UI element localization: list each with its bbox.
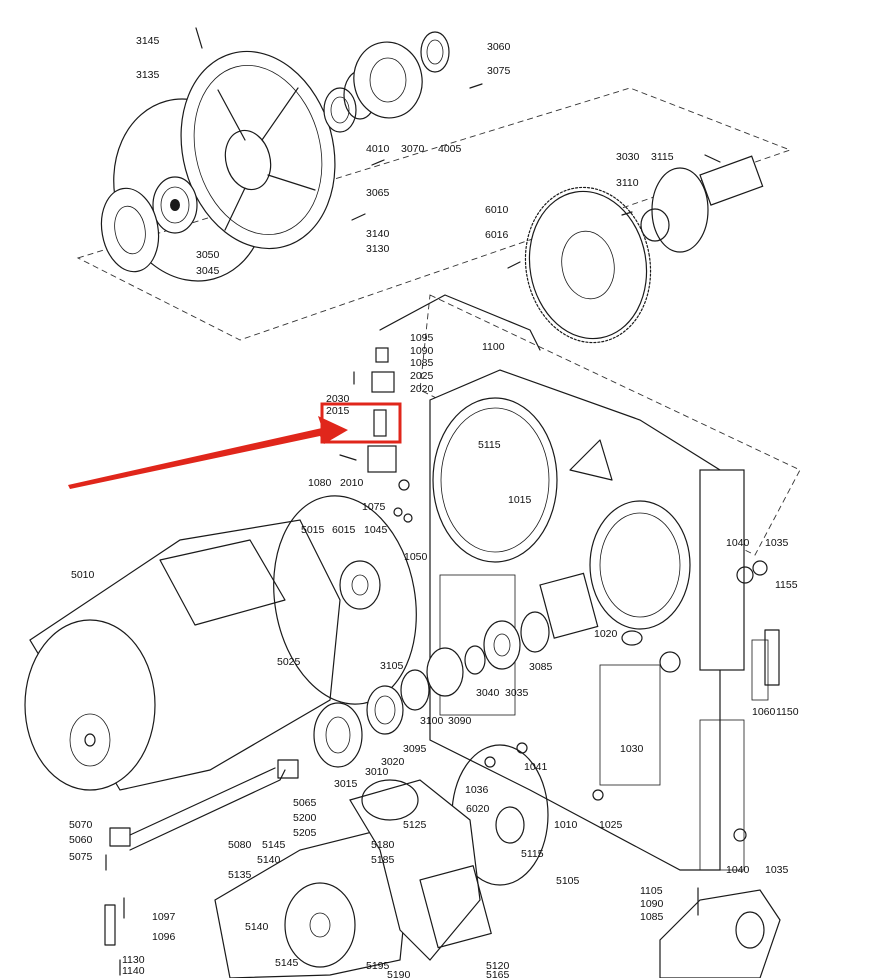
part-label-3075: 3075 [487,65,511,77]
part-label-1085: 1085 [640,911,664,923]
part-label-5065: 5065 [293,797,317,809]
part-label-5070: 5070 [69,819,93,831]
part-label-1150: 1150 [776,706,799,718]
part-label-6015: 6015 [332,524,356,536]
highlight-arrow [68,416,348,489]
part-label-3045: 3045 [196,265,220,277]
part-label-3015: 3015 [334,778,358,790]
part-label-5010: 5010 [71,569,95,581]
part-label-1040: 1040 [726,537,750,549]
part-label-1040: 1040 [726,864,750,876]
part-label-1075: 1075 [362,501,386,513]
part-label-5115: 5115 [521,848,544,860]
part-label-5165: 5165 [486,969,510,978]
sensor-bracket-group [339,294,541,523]
gear-and-shaft-group [507,154,764,344]
flywheel-housing-group [76,27,792,341]
part-label-6016: 6016 [485,229,509,241]
part-label-5060: 5060 [69,834,93,846]
part-label-5180: 5180 [371,839,395,851]
part-label-3140: 3140 [366,228,390,240]
part-label-3130: 3130 [366,243,390,255]
part-label-5075: 5075 [69,851,93,863]
part-label-5080: 5080 [228,839,252,851]
part-label-1035: 1035 [765,864,789,876]
part-label-3100: 3100 [420,715,444,727]
part-label-2025: 2025 [410,370,434,382]
part-label-1095: 1095 [410,332,434,344]
part-label-5145: 5145 [262,839,286,851]
part-label-1020: 1020 [594,628,618,640]
part-label-5200: 5200 [293,812,317,824]
part-label-1080: 1080 [308,477,332,489]
part-label-1090: 1090 [640,898,664,910]
part-label-5145: 5145 [275,957,299,969]
part-label-3040: 3040 [476,687,500,699]
highlight-annotation [68,402,402,489]
part-label-6020: 6020 [466,803,490,815]
part-label-2015: 2015 [326,405,350,417]
part-label-5105: 5105 [556,875,580,887]
part-label-5140: 5140 [257,854,281,866]
part-label-1030: 1030 [620,743,644,755]
lower-assembly-group [104,742,781,978]
part-label-5185: 5185 [371,854,395,866]
part-label-3050: 3050 [196,249,220,261]
part-label-3090: 3090 [448,715,472,727]
part-label-4010: 4010 [366,143,390,155]
part-label-1050: 1050 [404,551,428,563]
part-label-3135: 3135 [136,69,160,81]
part-label-1096: 1096 [152,931,176,943]
part-label-5140: 5140 [245,921,269,933]
part-label-5115: 5115 [478,439,501,451]
part-label-1097: 1097 [152,911,176,923]
part-label-1025: 1025 [599,819,623,831]
part-label-1045: 1045 [364,524,388,536]
part-label-1010: 1010 [554,819,578,831]
part-label-1035: 1035 [765,537,789,549]
part-label-3095: 3095 [403,743,427,755]
part-label-3010: 3010 [365,766,389,778]
part-label-3020: 3020 [381,756,405,768]
part-label-1105: 1105 [640,885,663,897]
part-label-3105: 3105 [380,660,404,672]
part-label-1085: 1085 [410,357,434,369]
part-label-5025: 5025 [277,656,301,668]
part-label-1015: 1015 [508,494,532,506]
part-label-3115: 3115 [651,151,674,163]
part-label-5125: 5125 [403,819,427,831]
part-number-labels: 3145 3060 3135 3075 4010 3070 4005 3065 3140 3130… [69,35,799,978]
part-label-3070: 3070 [401,143,425,155]
part-label-5190: 5190 [387,969,411,978]
part-label-5195: 5195 [366,960,390,972]
part-label-1130: 1130 [122,954,145,966]
part-label-5015: 5015 [301,524,325,536]
part-label-6010: 6010 [485,204,509,216]
part-label-3110: 3110 [616,177,639,189]
part-label-2020: 2020 [410,383,434,395]
part-label-1090: 1090 [410,345,434,357]
part-label-1140: 1140 [122,965,145,977]
part-label-1100: 1100 [482,341,505,353]
bearing-stack-group [313,572,681,768]
part-label-4005: 4005 [438,143,462,155]
part-label-5120: 5120 [486,960,510,972]
part-label-3085: 3085 [529,661,553,673]
part-label-2010: 2010 [340,477,364,489]
part-label-1041: 1041 [524,761,548,773]
part-label-3145: 3145 [136,35,160,47]
part-label-3060: 3060 [487,41,511,53]
part-label-2030: 2030 [326,393,350,405]
part-label-3030: 3030 [616,151,640,163]
part-label-3035: 3035 [505,687,529,699]
part-label-3065: 3065 [366,187,390,199]
part-label-5135: 5135 [228,869,252,881]
motor-group [24,495,417,871]
part-label-1036: 1036 [465,784,489,796]
part-label-1060: 1060 [752,706,776,718]
part-label-1155: 1155 [775,579,798,591]
part-label-5205: 5205 [293,827,317,839]
